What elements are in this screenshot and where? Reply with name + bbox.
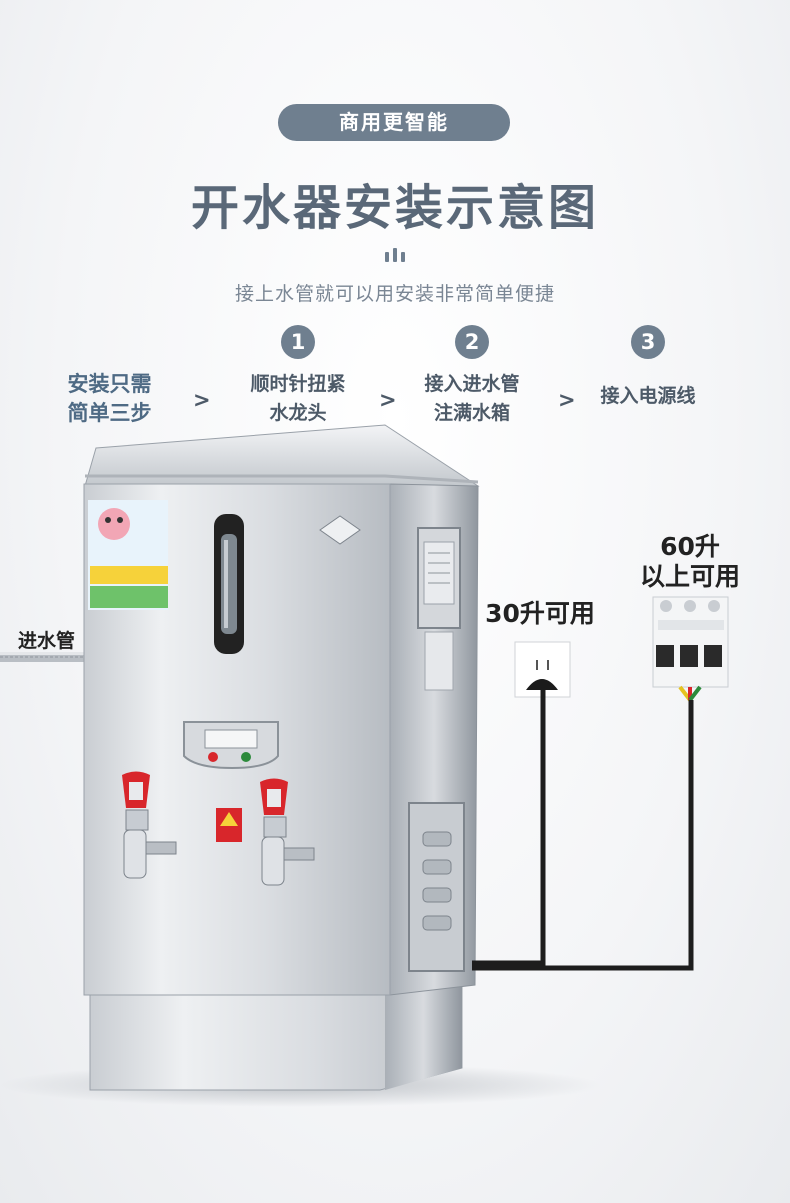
step-1-text: 顺时针扭紧 水龙头 bbox=[228, 370, 368, 428]
step-2-line2: 注满水箱 bbox=[433, 402, 510, 424]
step-2-text: 接入进水管 注满水箱 bbox=[402, 370, 542, 428]
breaker-label-line2: 以上可用 bbox=[639, 562, 740, 591]
section-badge: 商用更智能 bbox=[278, 104, 510, 141]
side-vent-panel bbox=[408, 802, 465, 972]
step-1-number: 1 bbox=[281, 325, 315, 359]
steps-lead: 安装只需 简单三步 bbox=[52, 370, 167, 428]
inlet-pipe bbox=[0, 652, 92, 662]
step-1-line2: 水龙头 bbox=[269, 402, 327, 424]
socket-cable bbox=[472, 690, 546, 966]
step-3-line1: 接入电源线 bbox=[600, 385, 696, 407]
faucet-right bbox=[260, 778, 315, 886]
faucet-left bbox=[122, 771, 177, 879]
steps-lead-line2: 简单三步 bbox=[67, 401, 152, 425]
page-title: 开水器安装示意图 bbox=[190, 180, 599, 236]
breaker-cable bbox=[472, 700, 694, 971]
page-subtitle: 接上水管就可以用安装非常简单便捷 bbox=[234, 283, 555, 305]
step-3-text: 接入电源线 bbox=[578, 382, 718, 411]
decorative-bars-icon bbox=[383, 248, 407, 262]
step-1-line1: 顺时针扭紧 bbox=[250, 373, 346, 395]
steps-lead-line1: 安装只需 bbox=[67, 372, 152, 396]
step-2-number: 2 bbox=[455, 325, 489, 359]
step-3-number: 3 bbox=[631, 325, 665, 359]
inlet-pipe-label: 进水管 bbox=[18, 630, 76, 652]
step-arrow-icon: > bbox=[379, 388, 397, 412]
breaker-label-line1: 60升 bbox=[660, 532, 720, 561]
control-panel bbox=[183, 721, 279, 770]
brand-badge bbox=[319, 515, 361, 545]
step-arrow-icon: > bbox=[193, 388, 211, 412]
breaker-capacity-label: 60升 以上可用 bbox=[615, 532, 765, 592]
socket-capacity-label: 30升可用 bbox=[485, 599, 595, 628]
step-arrow-icon: > bbox=[558, 388, 576, 412]
circuit-breaker-icon bbox=[652, 596, 729, 702]
step-2-line1: 接入进水管 bbox=[424, 373, 520, 395]
warning-label bbox=[216, 808, 242, 842]
side-nameplate bbox=[417, 527, 461, 691]
power-socket-icon bbox=[514, 641, 571, 698]
water-level-window bbox=[214, 514, 244, 654]
boiler-base bbox=[89, 984, 463, 1091]
mascot-sticker bbox=[88, 500, 168, 610]
